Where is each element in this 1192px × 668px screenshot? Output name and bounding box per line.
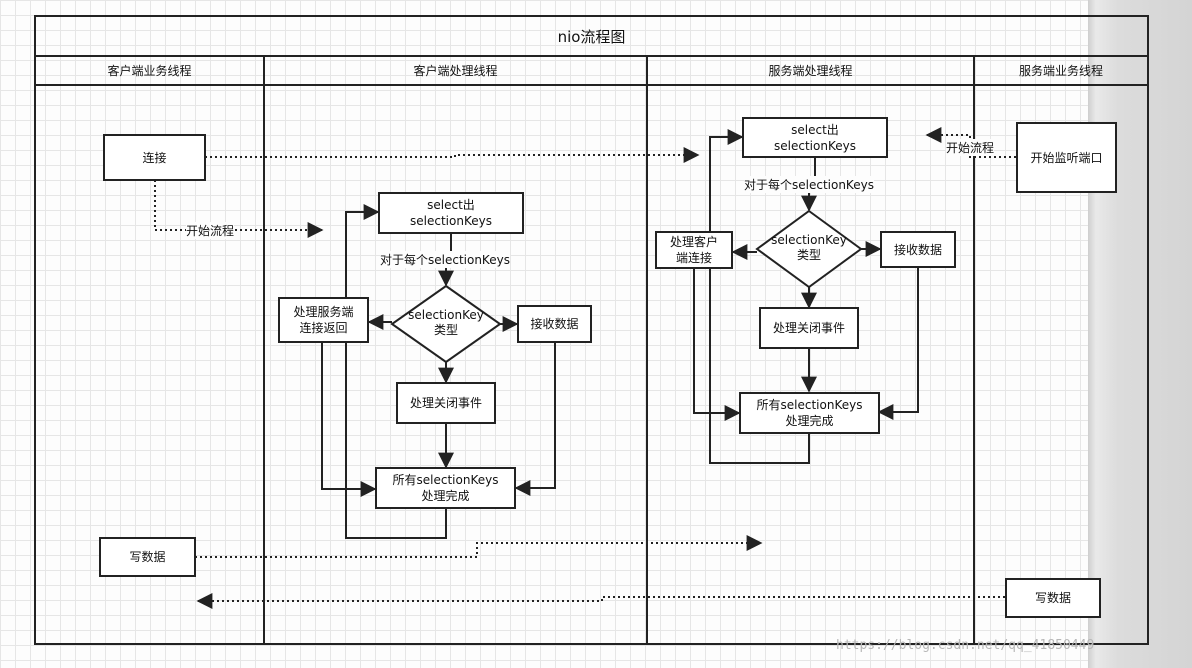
diagram-title: nio流程图 [557, 27, 626, 46]
client-write-data-box: 写数据 [99, 537, 196, 577]
client-receive-data-box: 接收数据 [517, 305, 592, 343]
server-handle-client-connect-box: 处理客户 端连接 [655, 231, 733, 269]
c-return-to-done-arrow [321, 343, 377, 497]
client-write-arrow [195, 535, 763, 558]
client-start-flow-arrow [154, 180, 324, 238]
diagram-frame [34, 15, 1149, 645]
start-listen-port-box: 开始监听端口 [1016, 122, 1117, 193]
client-handle-server-return-box: 处理服务端 连接返回 [278, 297, 369, 343]
server-write-data-box: 写数据 [1005, 578, 1101, 618]
watermark-text: https://blog.csdn.net/qq_41850449 [836, 638, 1095, 653]
lane-header-server-processing: 服务端处理线程 [768, 64, 853, 78]
server-start-flow-label: 开始流程 [946, 139, 995, 156]
s-receive-to-done-arrow [877, 267, 919, 420]
server-decision-label: selectionKey 类型 [771, 233, 847, 262]
server-write-arrow [196, 593, 1005, 609]
client-close-event-box: 处理关闭事件 [396, 382, 496, 424]
server-all-done-box: 所有selectionKeys 处理完成 [739, 392, 880, 434]
background-panel [1088, 0, 1192, 668]
server-foreach-label: 对于每个selectionKeys [744, 176, 874, 193]
connect-flow-arrow [205, 147, 700, 163]
server-select-box: select出 selectionKeys [742, 117, 888, 158]
c-receive-to-done-arrow [514, 342, 556, 496]
connect-box: 连接 [103, 134, 206, 181]
s-loop-arrow [709, 129, 810, 464]
s-connect-to-done-arrow [693, 268, 741, 421]
server-receive-data-box: 接收数据 [880, 231, 956, 268]
server-close-event-box: 处理关闭事件 [759, 307, 859, 349]
client-all-done-box: 所有selectionKeys 处理完成 [375, 467, 516, 509]
client-select-box: select出 selectionKeys [378, 192, 524, 234]
c-loop-arrow [345, 204, 447, 539]
lane-header-client-business: 客户端业务线程 [107, 64, 192, 78]
client-foreach-label: 对于每个selectionKeys [380, 251, 510, 268]
lane-header-server-business: 服务端业务线程 [1018, 64, 1103, 78]
client-start-flow-label: 开始流程 [186, 222, 235, 239]
client-decision-label: selectionKey 类型 [408, 308, 484, 337]
lane-header-client-processing: 客户端处理线程 [413, 64, 498, 78]
